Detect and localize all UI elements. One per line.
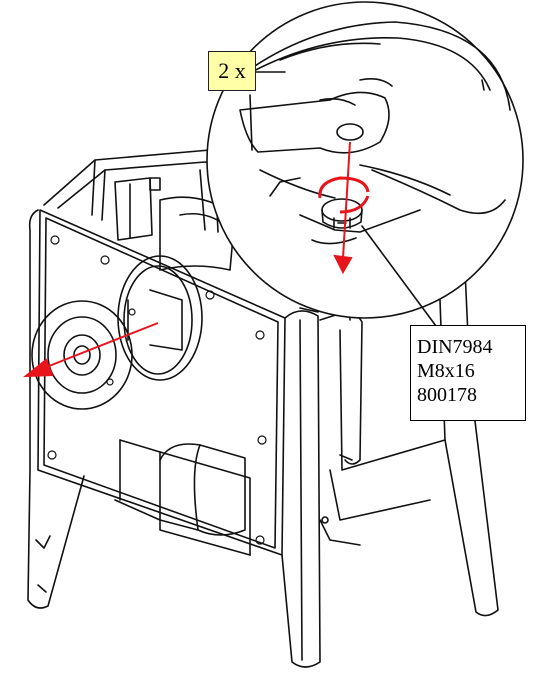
screw-removal-arrow [333, 141, 353, 275]
panel-screws [47, 235, 267, 545]
magnified-detail [206, 1, 524, 319]
cover-removal-arrow [23, 322, 159, 378]
left-front-leg [27, 209, 85, 609]
lower-housing [114, 443, 246, 536]
quantity-callout: 2 x [208, 51, 256, 91]
screw-detail [321, 198, 363, 229]
round-cover-disc [31, 300, 133, 410]
unscrew-rotation-arrow [318, 176, 370, 214]
part-standard: DIN7984 [417, 336, 493, 358]
part-size: M8x16 [417, 360, 475, 382]
panel-round-opening [117, 255, 203, 381]
part-number: 800178 [417, 384, 477, 406]
right-front-leg [281, 310, 321, 668]
label-leader-line [361, 225, 437, 327]
part-label-box: DIN7984 M8x16 800178 [410, 325, 526, 421]
